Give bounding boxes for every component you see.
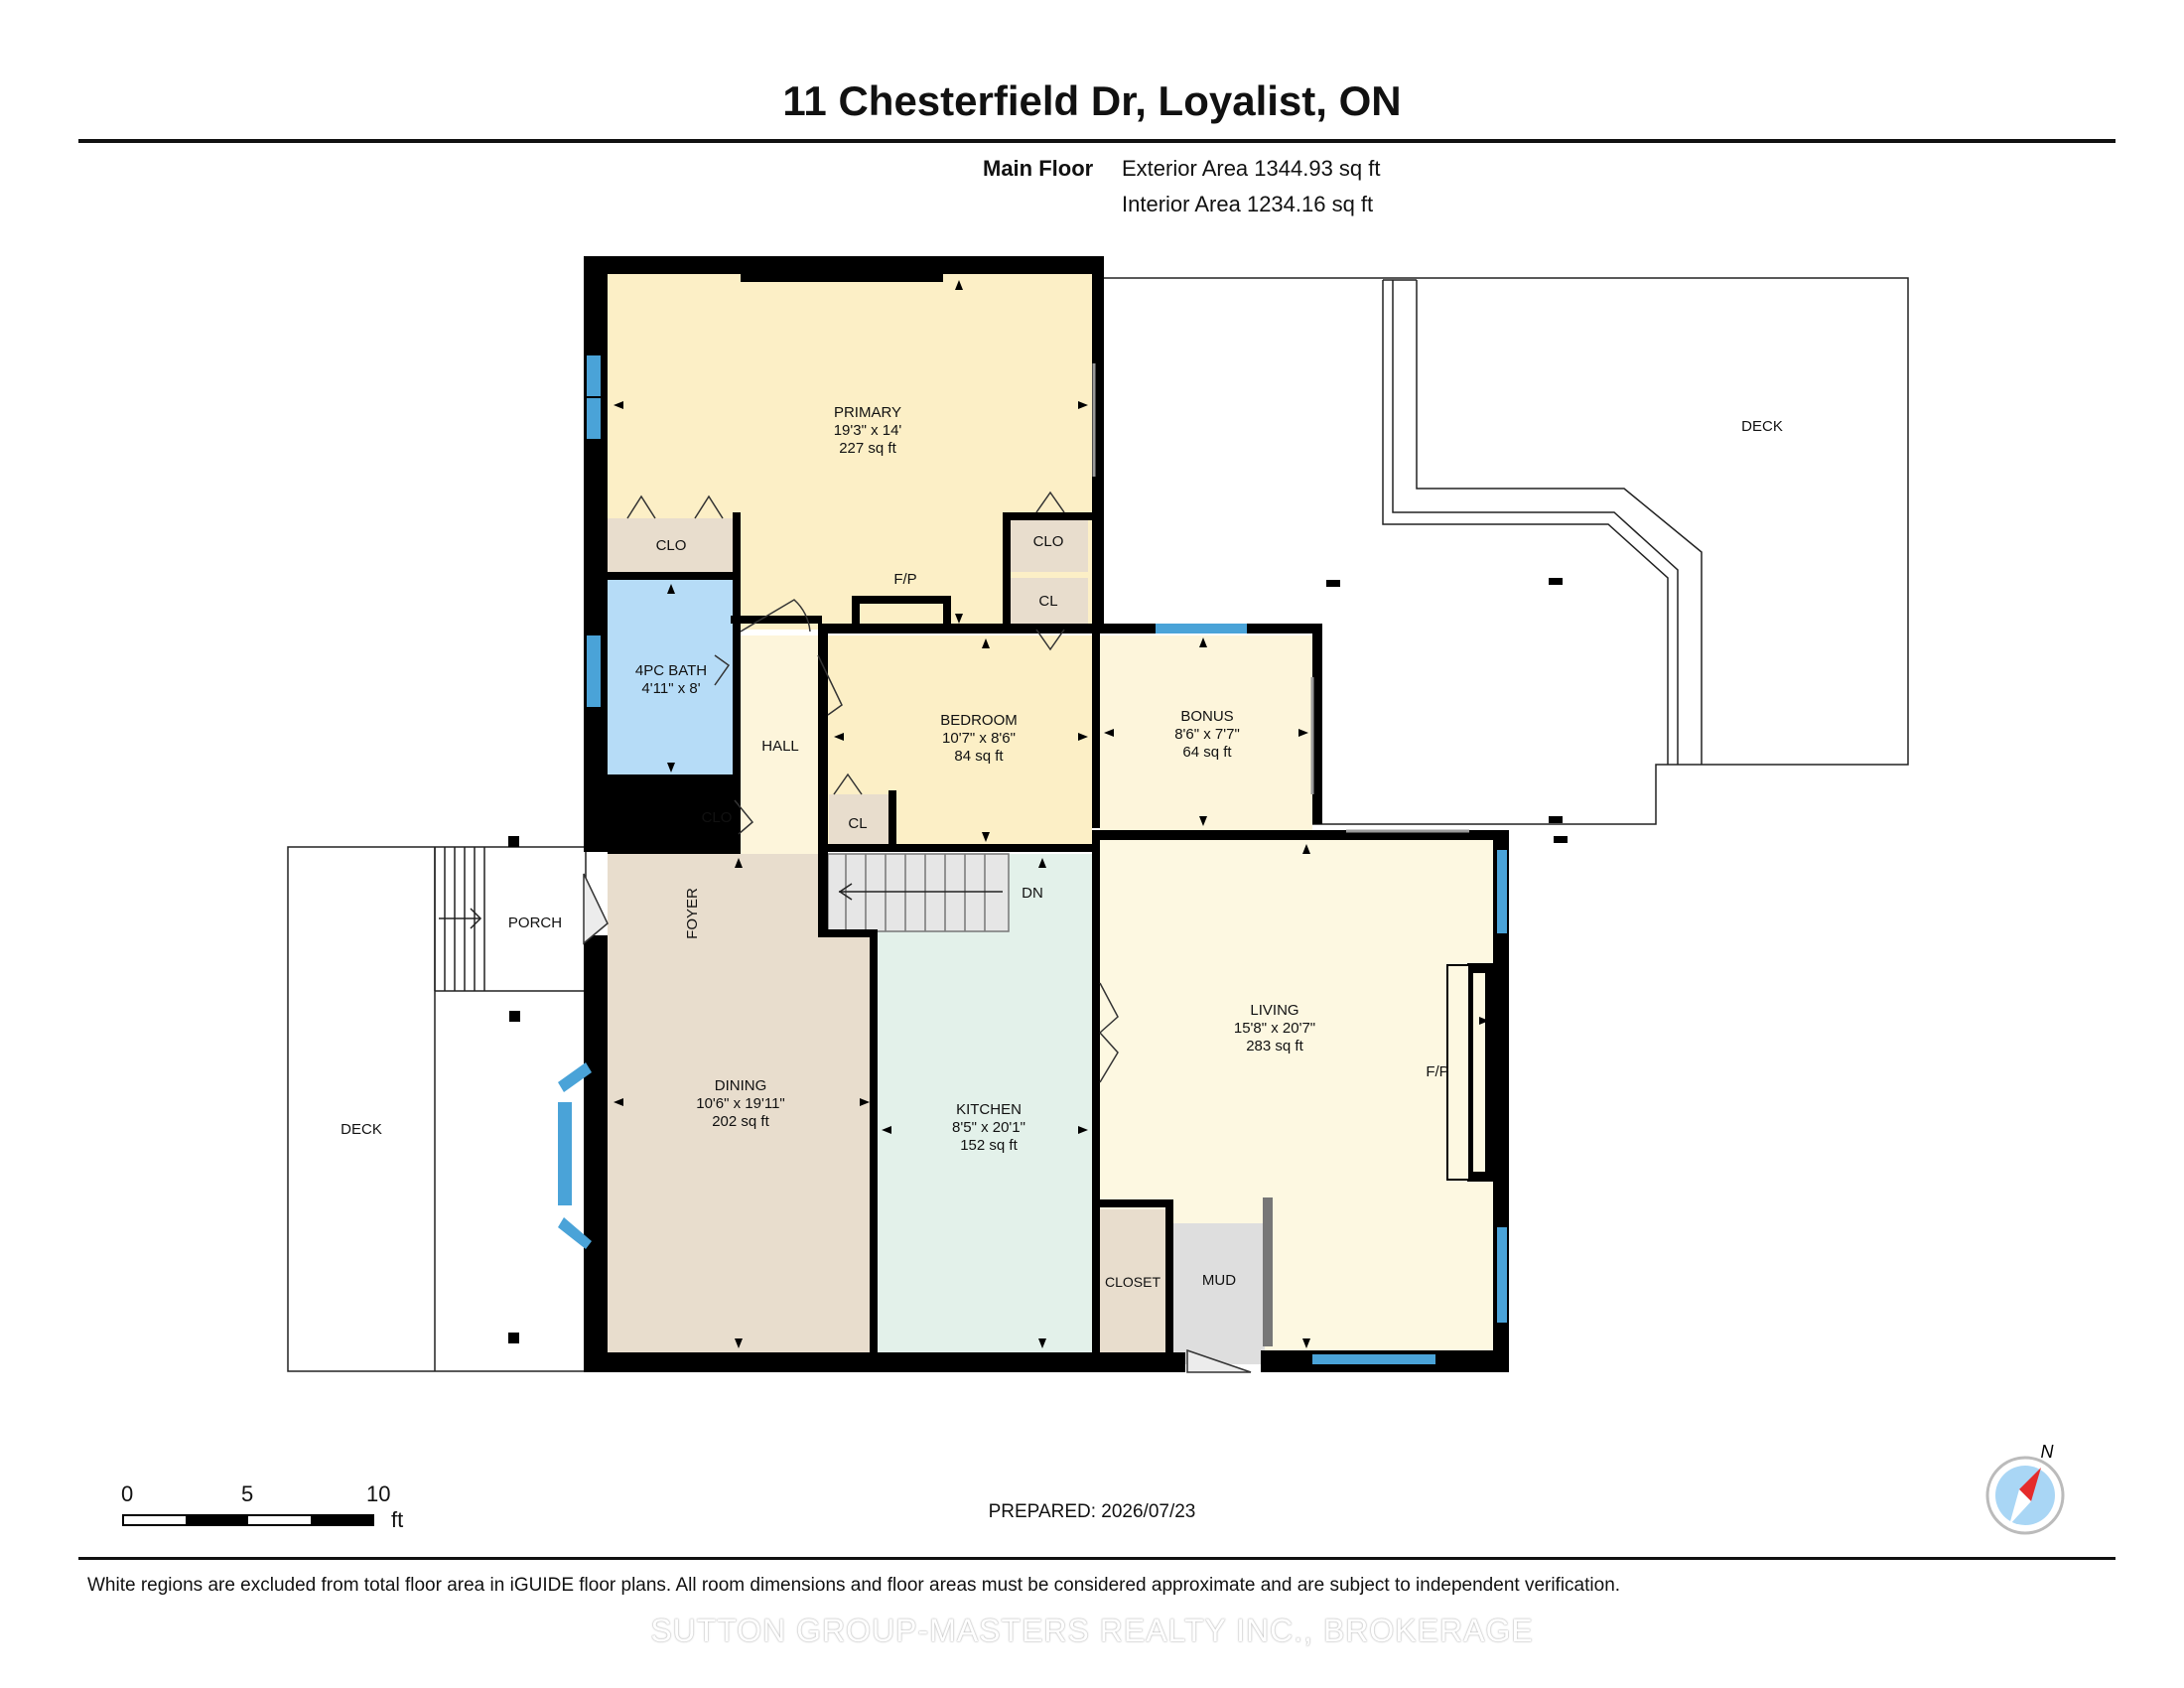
bedroom-area: 84 sq ft: [954, 748, 1004, 765]
doors: [583, 491, 1252, 1373]
kitchen-dims: 8'5" x 20'1": [952, 1119, 1025, 1136]
interior-area: Interior Area 1234.16 sq ft: [1122, 192, 1374, 216]
deck-west: [287, 846, 587, 1372]
clo-label-1: CLO: [656, 537, 687, 554]
room-kitchen: [876, 933, 1092, 1352]
dn-label: DN: [1022, 885, 1043, 902]
living-dims: 15'8" x 20'7": [1234, 1020, 1315, 1037]
kitchen-area: 152 sq ft: [960, 1137, 1018, 1154]
dimension-markers: [614, 280, 1489, 1348]
footer-rule: [78, 1557, 2116, 1560]
primary-area: 227 sq ft: [839, 440, 896, 457]
dining-name: DINING: [715, 1077, 767, 1094]
compass-icon: N: [1985, 1442, 2065, 1535]
clo-label-2: CLO: [702, 809, 733, 826]
fireplace-living: [1446, 964, 1470, 1181]
room-hall: [741, 635, 818, 854]
primary-dims: 19'3" x 14': [834, 422, 902, 439]
living-area: 283 sq ft: [1246, 1038, 1303, 1055]
bath-dims: 4'11" x 8': [641, 680, 700, 697]
page-title: 11 Chesterfield Dr, Loyalist, ON: [782, 77, 1402, 124]
scale-tick-5: 5: [241, 1481, 254, 1506]
deck-east-label: DECK: [1741, 418, 1783, 435]
fp-label-primary: F/P: [893, 571, 916, 588]
closet-clo-1: [608, 518, 735, 572]
room-bath: [608, 579, 735, 777]
cl-label-2: CL: [1038, 593, 1057, 610]
room-bonus: [1100, 635, 1312, 830]
compass-north: N: [2041, 1442, 2055, 1462]
scale-tick-0: 0: [121, 1481, 134, 1506]
bath-name: 4PC BATH: [635, 662, 707, 679]
exterior-area: Exterior Area 1344.93 sq ft: [1122, 156, 1381, 181]
living-name: LIVING: [1250, 1002, 1298, 1019]
brokerage-watermark: SUTTON GROUP-MASTERS REALTY INC., BROKER…: [650, 1613, 1534, 1648]
room-mud: [1171, 1223, 1265, 1364]
deck-east: [1092, 277, 1909, 825]
deck-posts: [508, 578, 1568, 1343]
bay-window-frame: [586, 1053, 608, 1231]
closet-label: CLOSET: [1105, 1274, 1160, 1290]
sliding-doors: [1092, 363, 1469, 833]
hall-label: HALL: [761, 738, 799, 755]
bedroom-dims: 10'7" x 8'6": [942, 730, 1016, 747]
deck-west-label: DECK: [341, 1121, 382, 1138]
cl-label-1: CL: [848, 815, 867, 832]
closet-cl-1: [829, 794, 888, 846]
windows: [558, 355, 1507, 1364]
clo-label-3: CLO: [1033, 533, 1064, 550]
scale-bar: [122, 1514, 374, 1526]
disclaimer: White regions are excluded from total fl…: [87, 1575, 1621, 1596]
closet-cl-2: [1009, 578, 1088, 628]
bedroom-name: BEDROOM: [940, 712, 1018, 729]
kitchen-name: KITCHEN: [956, 1101, 1022, 1118]
foyer-label: FOYER: [684, 888, 701, 939]
title-rule: [78, 139, 2116, 143]
closet-clo-3: [1009, 514, 1088, 572]
mud-label: MUD: [1202, 1272, 1236, 1289]
scale-unit: ft: [391, 1507, 404, 1532]
stairs: [827, 853, 1010, 932]
closet-big: [1100, 1209, 1165, 1352]
floor-name: Main Floor: [983, 156, 1094, 181]
porch-label: PORCH: [508, 914, 562, 931]
scale-tick-10: 10: [366, 1481, 391, 1506]
bonus-area: 64 sq ft: [1182, 744, 1232, 761]
fp-label-living: F/P: [1426, 1063, 1448, 1080]
dining-dims: 10'6" x 19'11": [696, 1095, 785, 1112]
primary-name: PRIMARY: [834, 404, 901, 421]
window-mullions: [587, 396, 601, 398]
dining-area: 202 sq ft: [712, 1113, 769, 1130]
prepared-date: PREPARED: 2026/07/23: [988, 1501, 1196, 1522]
bonus-dims: 8'6" x 7'7": [1174, 726, 1240, 743]
bonus-name: BONUS: [1180, 708, 1233, 725]
